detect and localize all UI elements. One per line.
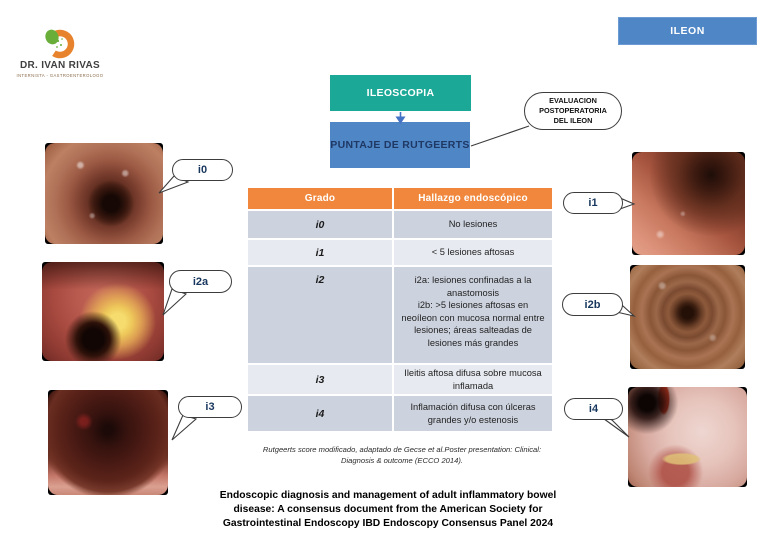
- endoscopy-art-i2b: [630, 265, 745, 369]
- label-i3: i3: [178, 396, 242, 418]
- doctor-specialty: INTERNISTA - GASTROENTEROLOGO: [16, 73, 104, 78]
- flow-step-rutgeerts: PUNTAJE DE RUTGEERTS: [330, 122, 470, 168]
- endoscopy-art-i2a: [42, 262, 164, 361]
- label-i2b: i2b: [562, 293, 623, 316]
- label-i0: i0: [172, 159, 233, 181]
- table-row-finding: < 5 lesiones aftosas: [394, 240, 552, 265]
- table-row-finding: Inflamación difusa con úlceras grandes y…: [394, 396, 552, 431]
- endoscopy-image-i2a: [42, 262, 164, 361]
- endoscopy-image-i1: [632, 152, 745, 255]
- endoscopy-art-i1: [632, 152, 745, 255]
- label-i1: i1: [563, 192, 623, 214]
- endoscopy-image-i0: [45, 143, 163, 244]
- column-header-grade: Grado: [248, 188, 392, 209]
- flow-step-ileoscopia: ILEOSCOPIA: [330, 75, 471, 111]
- stomach-logo-icon: [45, 29, 75, 59]
- label-i4: i4: [564, 398, 623, 420]
- label-i2a: i2a: [169, 270, 232, 293]
- table-row-grade: i1: [248, 240, 392, 265]
- table-row-finding: Ileitis aftosa difusa sobre mucosa infla…: [394, 365, 552, 394]
- endoscopy-image-i4: [628, 387, 747, 487]
- postop-evaluation-callout: EVALUACION POSTOPERATORIA DEL ILEON: [524, 92, 622, 130]
- table-row-finding: No lesiones: [394, 211, 552, 238]
- doctor-name: DR. IVAN RIVAS: [20, 60, 100, 71]
- reference-citation: Endoscopic diagnosis and management of a…: [219, 490, 557, 530]
- endoscopy-image-i3: [48, 390, 168, 495]
- table-row-grade: i4: [248, 396, 392, 431]
- endoscopy-art-i3: [48, 390, 168, 495]
- rutgeerts-score-table: Grado Hallazgo endoscópico i0 No lesione…: [248, 188, 552, 431]
- endoscopy-art-i4: [628, 387, 747, 487]
- table-row-grade: i2: [248, 267, 392, 363]
- column-header-finding: Hallazgo endoscópico: [394, 188, 552, 209]
- ileon-nav-button[interactable]: ILEON: [618, 17, 757, 45]
- table-row-finding: i2a: lesiones confinadas a la anastomosi…: [394, 267, 552, 363]
- table-row-grade: i3: [248, 365, 392, 394]
- table-footnote: Rutgeerts score modificado, adaptado de …: [262, 445, 542, 466]
- endoscopy-image-i2b: [630, 265, 745, 369]
- table-row-grade: i0: [248, 211, 392, 238]
- endoscopy-art-i0: [45, 143, 163, 244]
